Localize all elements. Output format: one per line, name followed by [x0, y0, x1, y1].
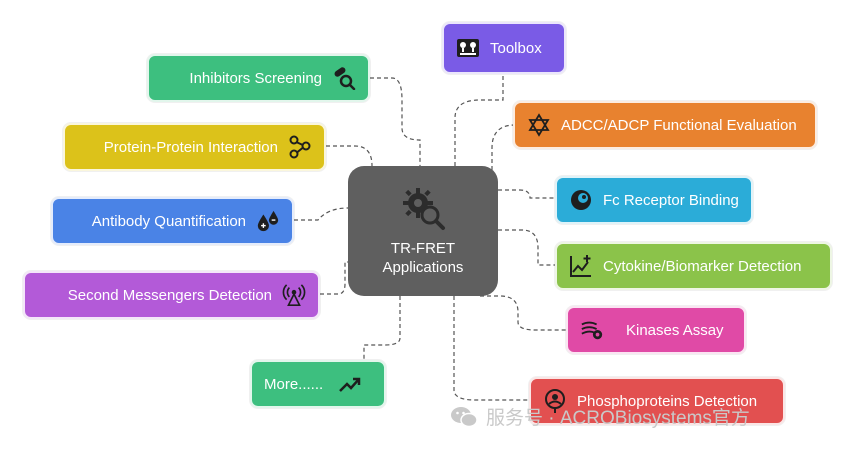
trending-up-icon: [338, 372, 362, 396]
node-protein-protein-interaction[interactable]: Protein-Protein Interaction: [63, 123, 326, 171]
broadcast-icon: [282, 283, 306, 307]
toolbox-icon: [456, 36, 480, 60]
node-fc-receptor-binding[interactable]: Fc Receptor Binding: [555, 176, 753, 224]
watermark: 服务号 · ACROBiosystems官方: [450, 403, 750, 430]
connector-second-messengers: [320, 261, 348, 295]
node-inhibitors-screening[interactable]: Inhibitors Screening: [147, 54, 370, 102]
pill-search-icon: [332, 66, 356, 90]
gear-magnifier-icon: [403, 188, 445, 230]
watermark-text: 服务号 · ACROBiosystems官方: [486, 408, 750, 429]
center-title-line2: Applications: [382, 259, 464, 276]
fc-receptor-icon: [569, 188, 593, 212]
node-phosphoproteins-detection[interactable]: Phosphoproteins Detection: [529, 377, 785, 425]
node-more[interactable]: More......: [250, 360, 386, 408]
connector-inhibitors: [370, 77, 421, 166]
node-second-messengers-detection[interactable]: Second Messengers Detection: [23, 271, 320, 319]
node-label: Protein-Protein Interaction: [103, 138, 278, 156]
connector-more: [363, 296, 401, 362]
node-kinases-assay[interactable]: Kinases Assay: [566, 306, 746, 354]
center-title-line1: TR-FRET: [390, 240, 456, 257]
chart-plus-icon: [569, 254, 593, 278]
node-label: ADCC/ADCP Functional Evaluation: [561, 116, 797, 134]
connector-ppi: [326, 145, 373, 167]
node-toolbox[interactable]: Toolbox: [442, 22, 566, 74]
node-label: Toolbox: [490, 39, 542, 57]
connector-fc: [498, 189, 557, 199]
wechat-icon: [451, 406, 478, 427]
search-person-icon: [543, 389, 567, 413]
node-label: Kinases Assay: [626, 321, 724, 339]
node-cytokine-biomarker-detection[interactable]: Cytokine/Biomarker Detection: [555, 242, 832, 290]
kinase-icon: [580, 318, 604, 342]
connector-toolbox: [454, 74, 504, 166]
node-label: Phosphoproteins Detection: [577, 392, 758, 410]
connector-antibody: [294, 207, 349, 221]
star-of-david-icon: [527, 113, 551, 137]
connector-adcc: [491, 124, 516, 170]
center-node: TR-FRET Applications: [348, 166, 498, 296]
node-label: Inhibitors Screening: [189, 69, 322, 87]
connector-phospho: [453, 296, 531, 401]
node-label: Antibody Quantification: [91, 212, 246, 230]
node-label: More......: [264, 375, 324, 393]
connector-kinases: [480, 295, 568, 331]
node-label: Second Messengers Detection: [67, 286, 272, 304]
network-nodes-icon: [288, 135, 312, 159]
node-label: Cytokine/Biomarker Detection: [603, 257, 802, 275]
connector-cytokine: [498, 229, 557, 266]
node-adcc-adcp[interactable]: ADCC/ADCP Functional Evaluation: [513, 101, 817, 149]
node-antibody-quantification[interactable]: Antibody Quantification: [51, 197, 294, 245]
node-label: Fc Receptor Binding: [603, 191, 739, 209]
droplets-plus-minus-icon: [256, 209, 280, 233]
